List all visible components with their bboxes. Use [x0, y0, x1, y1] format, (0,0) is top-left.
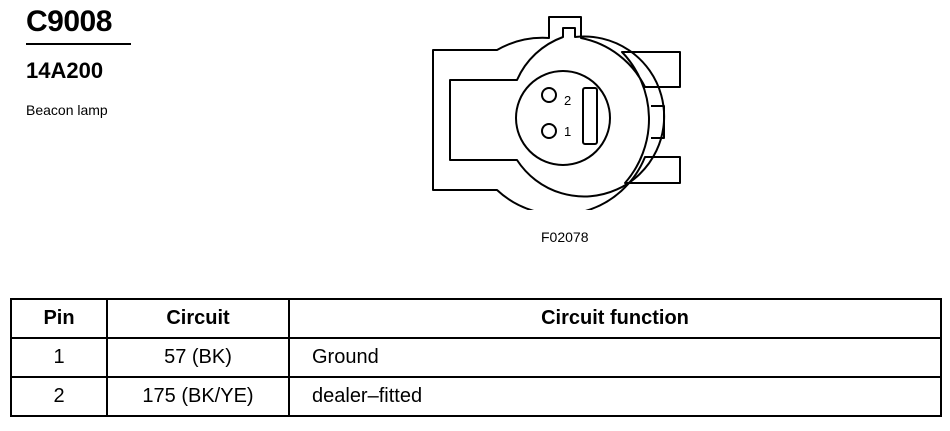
pinout-table: Pin Circuit Circuit function 1 57 (BK) G…: [10, 298, 942, 417]
pin-2-label: 2: [564, 93, 571, 108]
header-circuit-function: Circuit function: [288, 298, 942, 339]
cell-circuit-function: Ground: [288, 337, 942, 378]
connector-face-diagram: 2 1: [432, 16, 681, 210]
pin-1-hole: [541, 123, 557, 139]
cell-pin: 1: [10, 337, 108, 378]
table-header-row: Pin Circuit Circuit function: [10, 298, 942, 339]
pin-2-hole: [541, 87, 557, 103]
header-circuit: Circuit: [106, 298, 290, 339]
terminal-cavity: [515, 70, 611, 166]
part-number: 14A200: [26, 58, 104, 83]
connector-description: Beacon lamp: [26, 102, 108, 118]
header-pin: Pin: [10, 298, 108, 339]
title-underline: [26, 43, 131, 45]
cell-pin: 2: [10, 376, 108, 417]
cell-circuit: 57 (BK): [106, 337, 290, 378]
latch-slot: [582, 87, 598, 145]
table-row: 1 57 (BK) Ground: [10, 337, 942, 378]
table-row: 2 175 (BK/YE) dealer–fitted: [10, 376, 942, 417]
cell-circuit-function: dealer–fitted: [288, 376, 942, 417]
housing-outline: [432, 16, 681, 210]
pin-1-label: 1: [564, 124, 571, 139]
connector-header: C9008 14A200 Beacon lamp: [26, 4, 131, 118]
connector-id: C9008: [26, 5, 112, 38]
housing-inner-outline: [449, 27, 666, 198]
figure-code: F02078: [541, 229, 589, 245]
side-tab: [651, 105, 665, 139]
cell-circuit: 175 (BK/YE): [106, 376, 290, 417]
